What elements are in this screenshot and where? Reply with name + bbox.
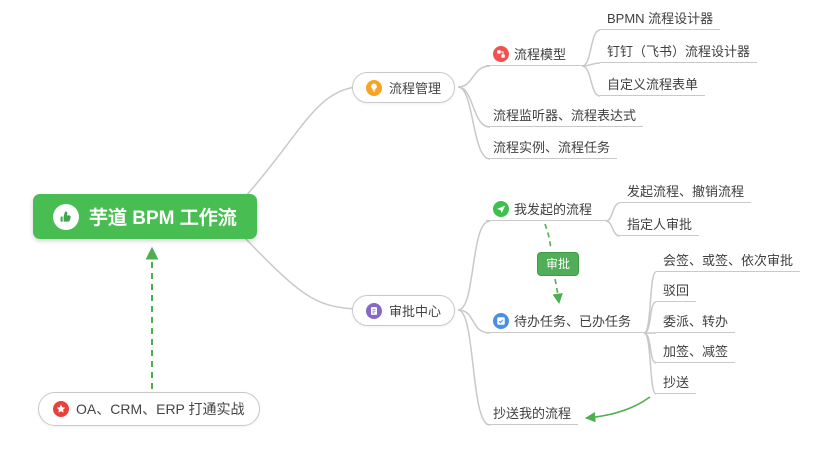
root-topic[interactable]: 芋道 BPM 工作流 — [33, 194, 257, 239]
send-icon — [493, 200, 509, 217]
topic-countersign[interactable]: 会签、或签、依次审批 — [656, 250, 801, 272]
topic-delegate-transfer[interactable]: 委派、转办 — [656, 311, 736, 333]
topic-approval-center-label: 审批中心 — [389, 304, 442, 319]
topic-initiate-cancel[interactable]: 发起流程、撤销流程 — [620, 181, 752, 203]
topic-instance-task-label: 流程实例、流程任务 — [493, 140, 611, 155]
topic-initiate-cancel-label: 发起流程、撤销流程 — [627, 184, 745, 199]
connector-td-reject — [643, 301, 657, 334]
thumbs-up-icon — [53, 203, 79, 230]
connector-ac-myinitiated — [457, 220, 491, 311]
clipboard-icon — [366, 302, 382, 319]
topic-process-model[interactable]: 流程模型 — [486, 44, 582, 66]
topic-todo-done[interactable]: 待办任务、已办任务 — [486, 311, 644, 333]
topic-custom-form-label: 自定义流程表单 — [607, 77, 699, 92]
topic-instance-task[interactable]: 流程实例、流程任务 — [486, 137, 618, 159]
topic-process-model-label: 流程模型 — [514, 47, 567, 62]
topic-delegate-transfer-label: 委派、转办 — [663, 314, 729, 329]
topic-approval-center[interactable]: 审批中心 — [352, 295, 456, 326]
connector-model-bpmn — [581, 29, 601, 67]
topic-add-remove-sign[interactable]: 加签、减签 — [656, 341, 736, 363]
relation-approval-arrow — [552, 278, 563, 305]
topic-listener-expression-label: 流程监听器、流程表达式 — [493, 108, 637, 123]
connector-mi-designated — [605, 220, 621, 237]
lightbulb-icon — [366, 79, 382, 96]
workflow-icon — [493, 45, 509, 62]
topic-designated-approval-label: 指定人审批 — [627, 217, 693, 232]
topic-oa-crm-erp-label: OA、CRM、ERP 打通实战 — [76, 401, 245, 417]
topic-todo-done-label: 待办任务、已办任务 — [514, 314, 632, 329]
check-square-icon — [493, 312, 509, 329]
topic-designated-approval[interactable]: 指定人审批 — [620, 214, 700, 236]
connector-td-countersign — [643, 271, 657, 334]
relation-cc-arrow — [584, 396, 651, 423]
connector-root-process-mgmt — [244, 86, 357, 198]
approval-relationship-badge[interactable]: 审批 — [537, 252, 580, 276]
topic-cc-label: 抄送 — [663, 375, 690, 390]
topic-process-mgmt-label: 流程管理 — [389, 81, 442, 96]
topic-reject-label: 驳回 — [663, 283, 690, 298]
root-topic-label: 芋道 BPM 工作流 — [89, 208, 237, 229]
topic-bpmn-designer-label: BPMN 流程设计器 — [607, 11, 714, 26]
connector-td-addsign — [643, 332, 657, 364]
topic-cc-my-process[interactable]: 抄送我的流程 — [486, 403, 579, 425]
topic-my-initiated-label: 我发起的流程 — [514, 202, 593, 217]
topic-cc-my-process-label: 抄送我的流程 — [493, 406, 572, 421]
topic-dingtalk-designer[interactable]: 钉钉（飞书）流程设计器 — [600, 41, 758, 63]
topic-add-remove-sign-label: 加签、减签 — [663, 344, 729, 359]
connector-model-customform — [581, 65, 601, 97]
connector-root-approval-center — [244, 237, 357, 310]
topic-custom-form[interactable]: 自定义流程表单 — [600, 74, 706, 96]
topic-countersign-label: 会签、或签、依次审批 — [663, 253, 794, 268]
relation-approval-upper — [544, 223, 552, 251]
connector-mi-initiate — [605, 202, 621, 222]
topic-reject[interactable]: 驳回 — [656, 280, 697, 302]
topic-dingtalk-designer-label: 钉钉（飞书）流程设计器 — [607, 44, 751, 59]
connector-model-dingtalk — [581, 62, 601, 67]
connector-td-cc — [643, 332, 657, 395]
topic-listener-expression[interactable]: 流程监听器、流程表达式 — [486, 105, 644, 127]
topic-my-initiated[interactable]: 我发起的流程 — [486, 199, 606, 221]
topic-cc[interactable]: 抄送 — [656, 372, 697, 394]
star-icon — [53, 401, 69, 417]
topic-process-mgmt[interactable]: 流程管理 — [352, 72, 456, 103]
topic-bpmn-designer[interactable]: BPMN 流程设计器 — [600, 8, 721, 30]
connector-pm-model — [457, 65, 491, 88]
topic-oa-crm-erp[interactable]: OA、CRM、ERP 打通实战 — [38, 392, 260, 426]
